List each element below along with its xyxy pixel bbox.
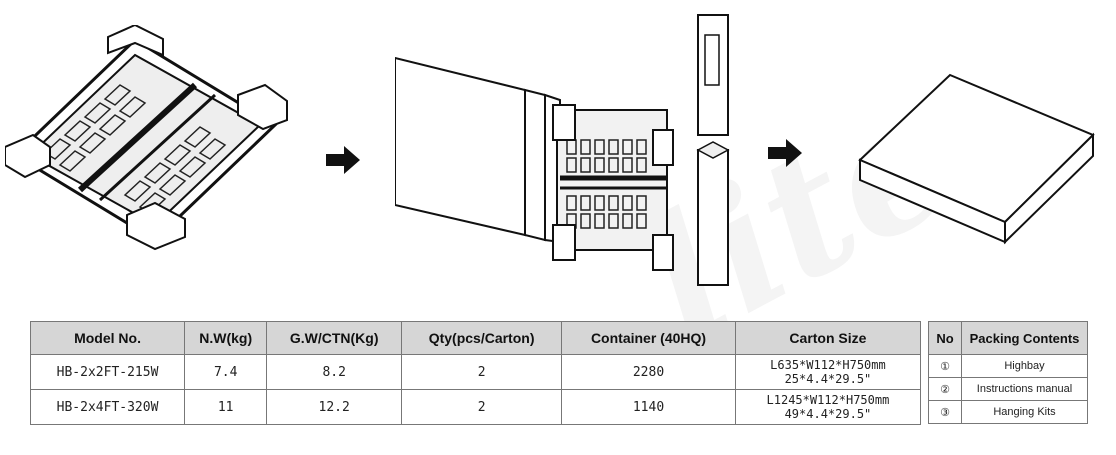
item-number: ① — [928, 354, 962, 378]
carton-size-imperial: 49*4.4*29.5" — [784, 407, 872, 421]
list-item: ③ Hanging Kits — [928, 400, 1088, 424]
table-row: HB-2x4FT-320W 11 12.2 2 1140 L1245*W112*… — [29, 389, 922, 425]
specification-table: Model No. N.W(kg) G.W/CTN(Kg) Qty(pcs/Ca… — [29, 321, 922, 425]
cell-net-weight: 7.4 — [184, 354, 268, 390]
cell-gross-weight: 12.2 — [266, 389, 403, 425]
cell-net-weight: 11 — [184, 389, 268, 425]
table-row: HB-2x2FT-215W 7.4 8.2 2 2280 L635*W112*H… — [29, 354, 922, 390]
fixture-with-corner-protectors-illustration — [5, 25, 288, 251]
arrow-right-icon — [326, 146, 360, 174]
carton-size-metric: L635*W112*H750mm — [770, 358, 886, 372]
header-gross-weight: G.W/CTN(Kg) — [266, 321, 403, 355]
cell-model: HB-2x4FT-320W — [29, 389, 186, 425]
item-number: ③ — [928, 400, 962, 424]
header-carton-size: Carton Size — [734, 321, 922, 355]
item-name: Highbay — [961, 354, 1088, 378]
header-net-weight: N.W(kg) — [184, 321, 268, 355]
header-quantity: Qty(pcs/Carton) — [401, 321, 563, 355]
item-number: ② — [928, 377, 962, 401]
fixture-into-carton-illustration — [395, 14, 730, 286]
arrow-right-icon — [768, 139, 802, 167]
carton-size-imperial: 25*4.4*29.5" — [784, 372, 872, 386]
closed-carton-illustration — [858, 73, 1095, 245]
cell-carton-size: L635*W112*H750mm 25*4.4*29.5" — [734, 354, 922, 390]
cell-quantity: 2 — [401, 354, 563, 390]
list-item: ① Highbay — [928, 354, 1088, 378]
header-container: Container (40HQ) — [561, 321, 736, 355]
cell-quantity: 2 — [401, 389, 563, 425]
carton-size-metric: L1245*W112*H750mm — [766, 393, 890, 407]
item-name: Instructions manual — [961, 377, 1088, 401]
cell-container: 1140 — [561, 389, 736, 425]
item-name: Hanging Kits — [961, 400, 1088, 424]
list-item: ② Instructions manual — [928, 377, 1088, 401]
spec-header-row: Model No. N.W(kg) G.W/CTN(Kg) Qty(pcs/Ca… — [29, 321, 922, 355]
cell-gross-weight: 8.2 — [266, 354, 403, 390]
packing-contents-table: No Packing Contents ① Highbay ② Instruct… — [928, 321, 1088, 424]
header-packing-contents: Packing Contents — [961, 321, 1088, 355]
pack-header-row: No Packing Contents — [928, 321, 1088, 355]
cell-carton-size: L1245*W112*H750mm 49*4.4*29.5" — [734, 389, 922, 425]
header-model: Model No. — [29, 321, 186, 355]
header-no: No — [928, 321, 962, 355]
cell-model: HB-2x2FT-215W — [29, 354, 186, 390]
cell-container: 2280 — [561, 354, 736, 390]
